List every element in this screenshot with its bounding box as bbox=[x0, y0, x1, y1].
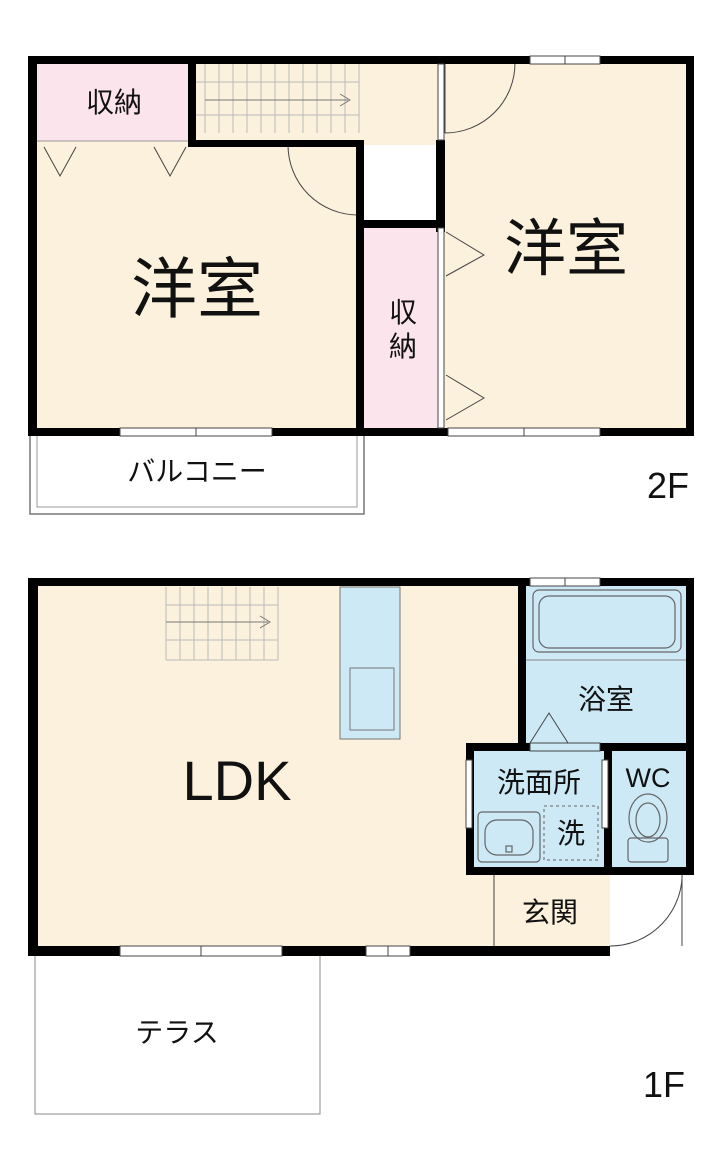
room-label-washer: 洗 bbox=[557, 818, 585, 849]
room-label-bath: 浴室 bbox=[578, 684, 634, 715]
room-label-ldk: LDK bbox=[183, 749, 292, 812]
bathtub-icon bbox=[525, 589, 688, 661]
room-label-western-right: 洋室 bbox=[504, 215, 628, 284]
stairs-2f bbox=[192, 64, 360, 133]
kitchen-counter bbox=[339, 586, 401, 740]
washer-space bbox=[543, 805, 599, 861]
terrace bbox=[34, 953, 321, 1115]
room-label-entrance: 玄関 bbox=[522, 897, 578, 928]
room-label-balcony: バルコニー bbox=[127, 456, 266, 487]
room-label-storage-mid-1: 収 bbox=[389, 297, 417, 328]
floor-label-2f: 2F bbox=[647, 465, 689, 506]
stairs-1f bbox=[165, 587, 279, 661]
floor-label-1f: 1F bbox=[643, 1064, 685, 1105]
stairs-arrow-icon bbox=[205, 93, 351, 107]
closet-door-icon bbox=[37, 140, 192, 178]
toilet-icon bbox=[627, 793, 669, 863]
floor-1f: LDK 浴室 洗面所 洗 WC 玄関 テラス 1F bbox=[28, 577, 694, 1115]
room-label-washroom: 洗面所 bbox=[497, 767, 581, 798]
room-label-storage-mid-2: 納 bbox=[389, 331, 417, 362]
room-label-wc: WC bbox=[626, 763, 671, 793]
bathroom bbox=[525, 583, 688, 747]
washroom bbox=[470, 747, 608, 867]
room-label-storage-top: 収納 bbox=[86, 87, 142, 118]
stairs-arrow-icon bbox=[166, 615, 271, 629]
door-swing-icon bbox=[493, 712, 683, 947]
floor-2f: 収納 洋室 洋室 収 納 バルコニー 2F bbox=[28, 55, 694, 515]
windows-2f bbox=[119, 55, 601, 437]
entrance bbox=[470, 870, 610, 950]
hall-2f bbox=[192, 63, 440, 145]
storage-top bbox=[37, 63, 192, 141]
room-label-terrace: テラス bbox=[135, 1017, 218, 1048]
sink-icon bbox=[477, 811, 541, 863]
storage-mid bbox=[364, 228, 442, 428]
windows-1f bbox=[119, 577, 609, 957]
room-label-western-left: 洋室 bbox=[131, 252, 263, 326]
balcony bbox=[29, 431, 365, 515]
walls-2f bbox=[28, 56, 694, 436]
ldk bbox=[33, 583, 521, 950]
wc bbox=[612, 747, 688, 867]
